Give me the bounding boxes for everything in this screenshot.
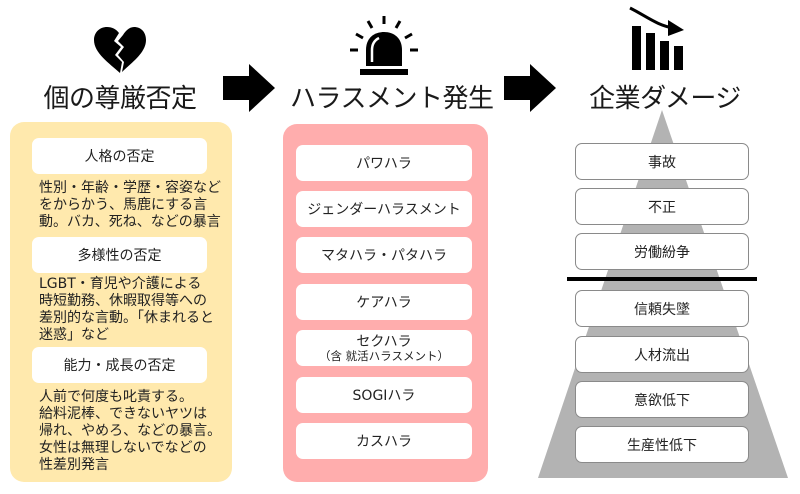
- section-diversity-denial: 多様性の否定: [32, 237, 207, 273]
- visibility-divider-line: [567, 277, 757, 281]
- dignity-denial-panel: [10, 122, 232, 482]
- description-line: 差別的な言動。「休まれると: [39, 310, 214, 326]
- harassment-item-sexual: セクハラ （含 就活ハラスメント）: [296, 330, 472, 366]
- siren-alarm-icon: [350, 16, 418, 75]
- description-line: 性差別発言: [39, 457, 109, 473]
- description-line: LGBT・育児や介護による: [39, 276, 202, 292]
- harassment-item-sogi: SOGIハラ: [296, 377, 472, 413]
- damage-item-fraud: 不正: [575, 188, 749, 225]
- harassment-item-label: SOGIハラ: [352, 388, 416, 404]
- description-line: 女性は無理しないでなどの: [39, 440, 207, 456]
- broken-heart-icon: [94, 27, 146, 73]
- column-title-dignity-denial: 個の尊厳否定: [43, 84, 197, 114]
- description-line: 動。バカ、死ね、などの暴言: [39, 214, 221, 230]
- arrow-right-icon: [223, 64, 275, 112]
- harassment-item-label: セクハラ: [356, 333, 412, 350]
- declining-bar-chart-icon: [629, 6, 684, 70]
- section-personality-denial-description: 性別・年齢・学歴・容姿など をからかう、馬鹿にする言 動。バカ、死ね、などの暴言: [39, 180, 229, 231]
- section-personality-denial: 人格の否定: [32, 138, 207, 174]
- damage-item-productivity-decline: 生産性低下: [575, 426, 749, 463]
- harassment-item-maternity-paternity: マタハラ・パタハラ: [296, 237, 472, 273]
- description-line: 性別・年齢・学歴・容姿など: [39, 180, 221, 196]
- description-line: 迷惑」など: [39, 327, 109, 343]
- harassment-item-label: ケアハラ: [356, 295, 412, 311]
- section-ability-growth-denial: 能力・成長の否定: [32, 347, 207, 383]
- description-line: 時短勤務、休暇取得等への: [39, 293, 207, 309]
- description-line: 給料泥棒、できないヤツは: [39, 406, 207, 422]
- damage-item-motivation-decline: 意欲低下: [575, 381, 749, 418]
- damage-item-accident: 事故: [575, 143, 749, 180]
- section-diversity-denial-description: LGBT・育児や介護による 時短勤務、休暇取得等への 差別的な言動。「休まれると…: [39, 276, 229, 344]
- harassment-item-gender: ジェンダーハラスメント: [296, 191, 472, 227]
- harassment-item-sublabel: （含 就活ハラスメント）: [319, 348, 449, 363]
- harassment-item-power: パワハラ: [296, 145, 472, 181]
- harassment-item-label: マタハラ・パタハラ: [321, 248, 447, 264]
- arrow-right-icon: [504, 64, 556, 112]
- column-title-corporate-damage: 企業ダメージ: [589, 84, 741, 114]
- harassment-item-label: ジェンダーハラスメント: [307, 202, 461, 218]
- damage-item-talent-outflow: 人材流出: [575, 336, 749, 373]
- section-ability-growth-denial-description: 人前で何度も叱責する。 給料泥棒、できないヤツは 帰れ、やめろ、などの暴言。 女…: [39, 389, 229, 474]
- harassment-item-label: カスハラ: [356, 434, 412, 450]
- harassment-item-customer: カスハラ: [296, 423, 472, 459]
- column-title-harassment-occurrence: ハラスメント発生: [290, 84, 494, 114]
- harassment-item-label: パワハラ: [356, 156, 412, 172]
- harassment-item-care: ケアハラ: [296, 284, 472, 320]
- damage-item-labor-dispute: 労働紛争: [575, 233, 749, 270]
- description-line: 帰れ、やめろ、などの暴言。: [39, 423, 222, 439]
- description-line: 人前で何度も叱責する。: [39, 389, 193, 405]
- description-line: をからかう、馬鹿にする言: [39, 197, 208, 213]
- damage-item-loss-of-trust: 信頼失墜: [575, 290, 749, 327]
